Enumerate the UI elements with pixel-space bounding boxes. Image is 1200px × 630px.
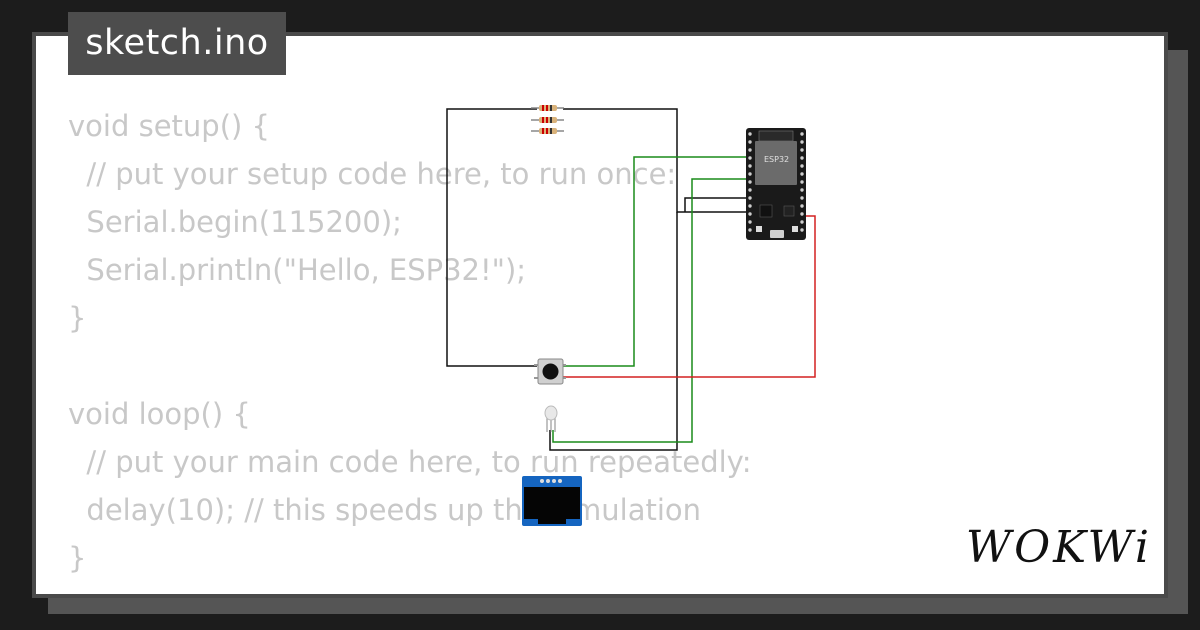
preview-card: [32, 32, 1168, 598]
wokwi-logo: WOKWi: [965, 522, 1152, 573]
code-line: void setup() {: [68, 109, 270, 143]
file-name-tab[interactable]: sketch.ino: [68, 12, 286, 75]
wire-green: [552, 156, 748, 443]
code-line: Serial.println("Hello, ESP32!");: [68, 253, 527, 287]
wire-black: [446, 108, 748, 451]
board-label: ESP32: [764, 155, 789, 164]
oled-display[interactable]: [522, 476, 582, 526]
code-line: // put your setup code here, to run once…: [68, 157, 677, 191]
code-editor[interactable]: void setup() { // put your setup code he…: [68, 102, 752, 582]
code-line: }: [68, 541, 87, 575]
code-line: }: [68, 301, 87, 335]
resistor[interactable]: [531, 117, 564, 123]
wire-red: [562, 215, 816, 378]
code-line: Serial.begin(115200);: [68, 205, 402, 239]
resistor[interactable]: [531, 105, 564, 111]
esp32-board[interactable]: ESP32: [746, 128, 806, 240]
pushbutton[interactable]: [534, 358, 566, 385]
led[interactable]: [544, 405, 558, 432]
code-line: void loop() {: [68, 397, 251, 431]
resistor[interactable]: [531, 128, 564, 134]
